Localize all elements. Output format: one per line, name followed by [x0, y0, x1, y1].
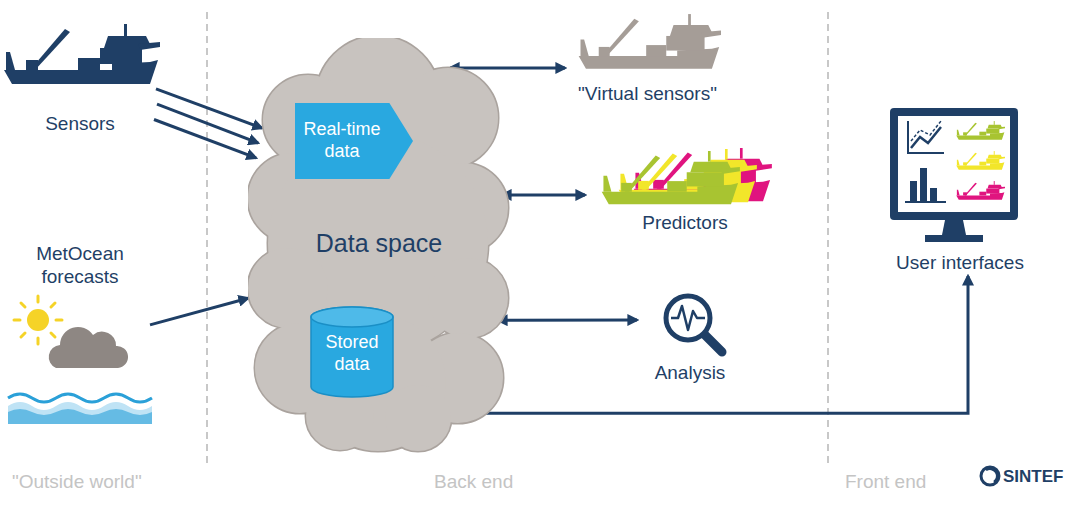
node-label: Data space — [248, 228, 510, 258]
node-label: Stored data — [317, 331, 387, 375]
ship-icon — [579, 14, 721, 69]
analysis-tool: Analysis — [640, 285, 740, 390]
region-label: Back end — [434, 470, 513, 493]
flow-arrow — [150, 298, 248, 325]
flow-arrow — [502, 193, 585, 196]
analysis-icon — [666, 296, 722, 352]
sensor-source: Sensors — [0, 12, 160, 140]
virtual-sensor: "Virtual sensors" — [560, 12, 735, 112]
ship-icon — [4, 24, 160, 84]
node-label: MetOcean forecasts — [18, 242, 143, 288]
node-label: Predictors — [585, 211, 785, 234]
flow-arrow — [498, 319, 637, 322]
forecast-source: MetOcean forecasts — [0, 238, 160, 423]
predictor: Predictors — [585, 145, 785, 240]
node-label: Analysis — [640, 361, 740, 384]
weather-icon — [8, 296, 152, 424]
node-label: Sensors — [0, 112, 160, 135]
realtime-data-tag: Real-time data — [295, 103, 413, 179]
logo-text: SINTEF — [1003, 465, 1063, 488]
flow-arrow — [450, 66, 565, 69]
node-label: Real-time data — [297, 118, 387, 162]
user-interface: User interfaces — [880, 105, 1040, 280]
divider — [827, 12, 829, 466]
flow-arrow — [157, 104, 258, 143]
logo-mark — [981, 467, 999, 485]
flow-arrow — [154, 120, 256, 158]
stored-data-cylinder: Stored data — [310, 306, 394, 398]
region-label: "Outside world" — [12, 470, 142, 493]
divider — [206, 12, 208, 466]
monitor-icon — [890, 108, 1018, 242]
ship-icon — [602, 151, 740, 204]
flow-arrow — [452, 276, 968, 413]
node-label: User interfaces — [880, 251, 1040, 274]
region-label: Front end — [845, 470, 926, 493]
data-space-cloud: Data space Real-time dataStored data — [248, 38, 510, 453]
node-label: "Virtual sensors" — [560, 82, 735, 105]
